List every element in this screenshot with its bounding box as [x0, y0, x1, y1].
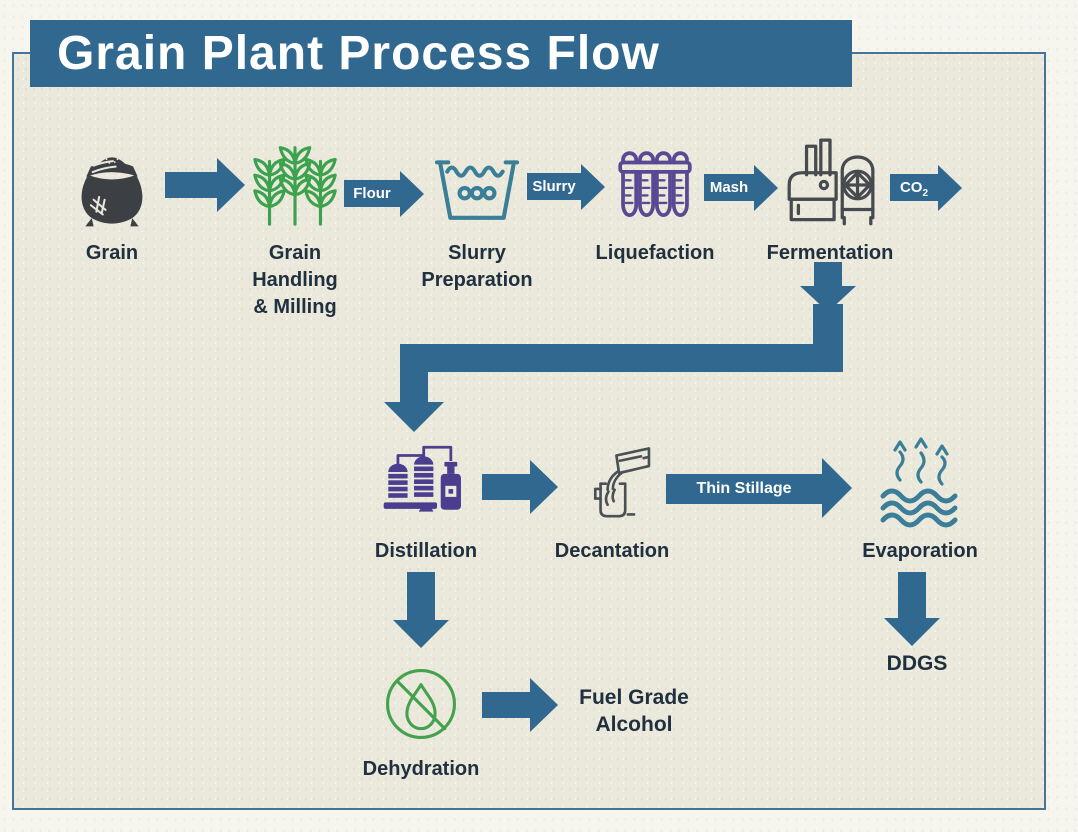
arrow-head [822, 458, 852, 518]
arrow-head [530, 678, 558, 732]
arrow-shaft [165, 172, 217, 198]
arrow-head [938, 165, 962, 211]
wheat-stalks-icon [246, 132, 344, 234]
arrow-head [393, 620, 449, 648]
stream-label-thin-stillage: Thin Stillage [696, 480, 792, 497]
stream-label-slurry: Slurry [527, 173, 581, 200]
arrow-head [400, 171, 424, 217]
no-water-drop-icon [377, 660, 465, 748]
connector-down-shaft [814, 262, 842, 288]
node-label-dehydration: Dehydration [362, 758, 480, 780]
evaporation-waves-icon [868, 434, 972, 530]
page-title: Grain Plant Process Flow [57, 27, 660, 80]
title-bar: Grain Plant Process Flow [30, 20, 852, 87]
connector-arrow-head [384, 402, 444, 432]
arrow-shaft [407, 572, 435, 620]
stream-label-co2: CO2 [890, 174, 938, 201]
slurry-tank-icon [424, 148, 530, 226]
arrow-head [754, 165, 778, 211]
node-label-fermentation: Fermentation [766, 242, 894, 264]
arrow-shaft [482, 692, 530, 718]
arrow-head [884, 618, 940, 646]
node-label-slurry-preparation: Slurry Preparation [421, 242, 533, 291]
distillation-column-icon [380, 436, 472, 532]
node-label-distillation: Distillation [374, 540, 478, 562]
grain-sack-icon [66, 134, 158, 236]
node-label-decantation: Decantation [554, 540, 670, 562]
fermenter-icon [778, 134, 882, 236]
connector-left-stub [400, 344, 428, 404]
arrow-shaft [898, 572, 926, 618]
node-label-liquefaction: Liquefaction [595, 242, 715, 264]
node-label-evaporation: Evaporation [862, 540, 978, 562]
arrow-shaft [482, 474, 530, 500]
decanter-pour-icon [568, 436, 656, 526]
output-label-ddgs: DDGS [886, 652, 948, 675]
arrow-shaft [666, 474, 822, 504]
stream-label-mash: Mash [704, 174, 754, 201]
node-label-grain: Grain [85, 242, 139, 264]
node-label-grain-handling-milling: Grain Handling & Milling [252, 242, 338, 318]
arrow-head [217, 158, 245, 212]
stream-label-flour: Flour [344, 180, 400, 207]
connector-horizontal-bar [400, 344, 843, 372]
test-tubes-icon [608, 136, 702, 236]
arrow-head [581, 164, 605, 210]
output-label-fuel-grade-alcohol: Fuel Grade Alcohol [579, 686, 689, 736]
arrow-head [530, 460, 558, 514]
